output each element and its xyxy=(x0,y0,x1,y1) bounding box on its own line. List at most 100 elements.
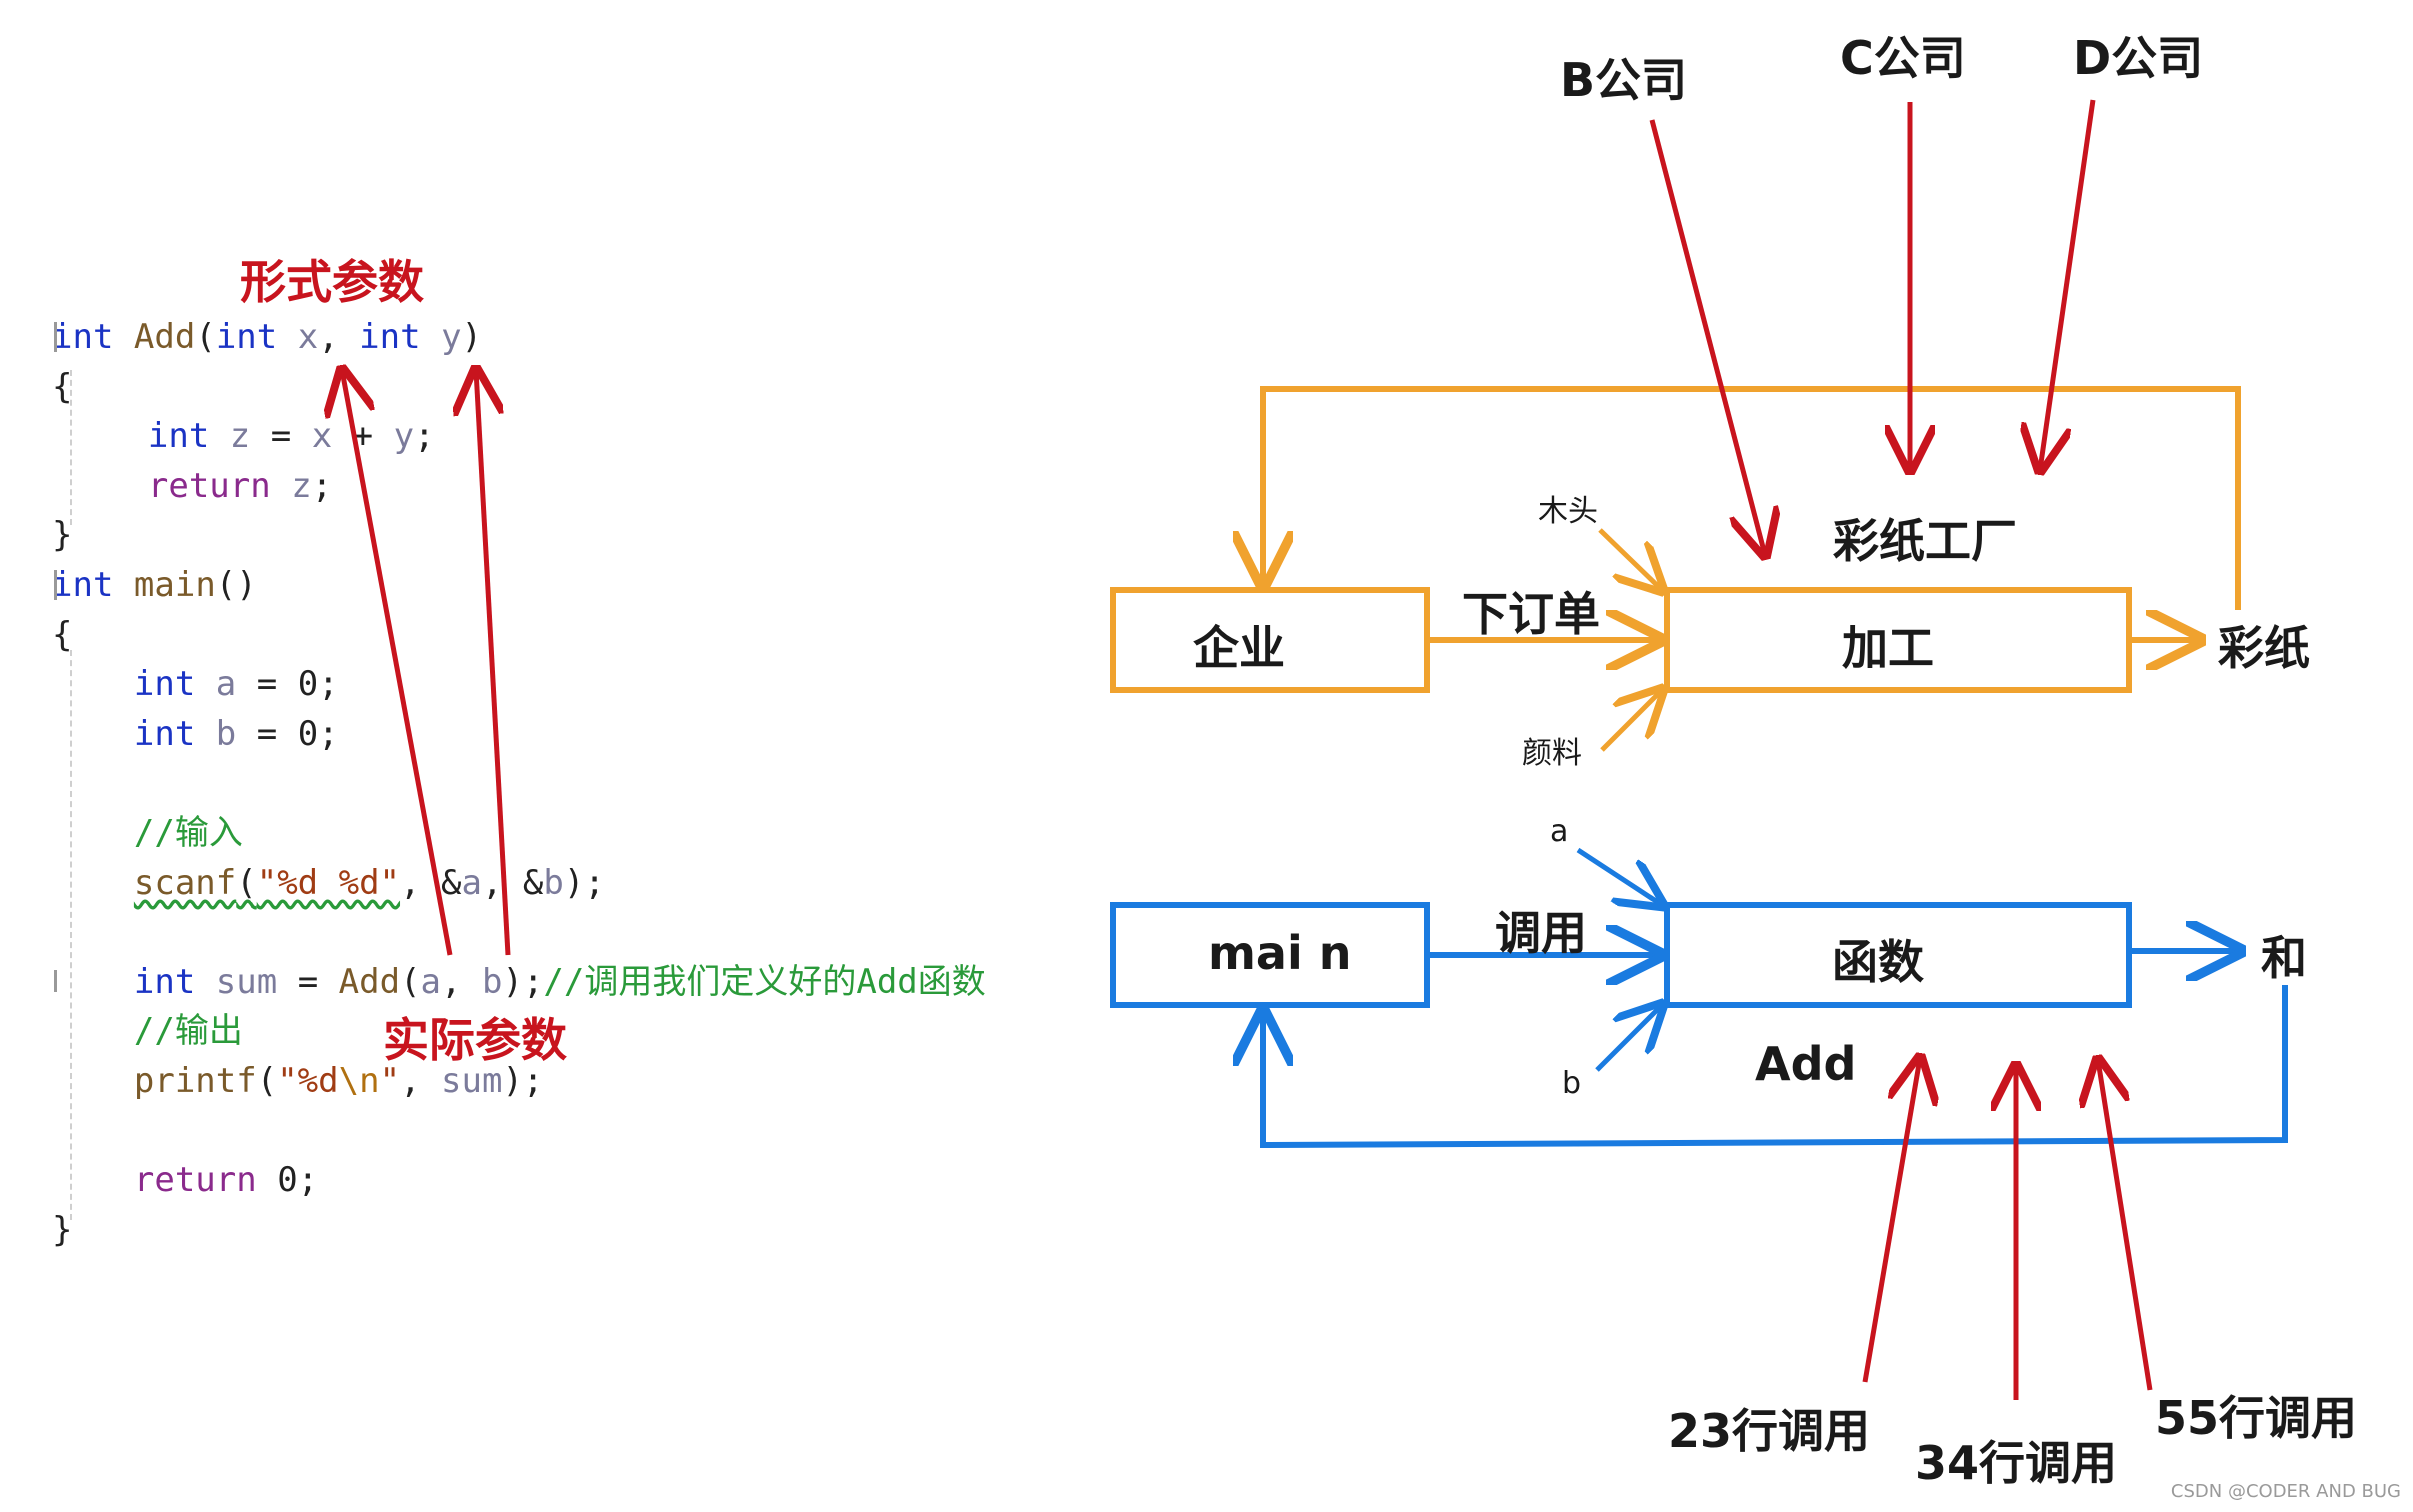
code-token: = xyxy=(250,416,312,457)
company-c-label: C公司 xyxy=(1840,31,1966,85)
company-b-label: B公司 xyxy=(1560,53,1688,107)
code-token: int xyxy=(215,317,278,357)
code-token: return xyxy=(147,465,271,506)
code-line: scanf("%d %d", &a, &b); xyxy=(52,858,605,908)
code-line: int z = x + y; xyxy=(66,411,435,461)
code-token: int xyxy=(133,664,196,705)
input-a-label: a xyxy=(1550,814,1569,849)
code-line: int b = 0; xyxy=(52,709,339,759)
code-token: ( xyxy=(400,961,421,1002)
code-line: int a = 0; xyxy=(52,659,339,709)
code-token: b xyxy=(215,713,237,754)
code-token: , & xyxy=(481,862,544,903)
code-token: z xyxy=(229,416,251,457)
code-line: } xyxy=(52,510,72,560)
code-token: Add xyxy=(338,961,401,1002)
code-token: printf xyxy=(133,1061,257,1101)
input-b-label: b xyxy=(1562,1066,1582,1101)
code-panel: int Add(int x, int y){ int z = x + y; re… xyxy=(52,312,1082,1262)
code-token: //输出 xyxy=(133,1011,243,1052)
company-d-label: D公司 xyxy=(2073,31,2204,85)
code-token: { xyxy=(52,614,73,655)
code-token: //输入 xyxy=(133,813,243,853)
code-token: b xyxy=(481,961,503,1002)
wood-arrow xyxy=(1598,528,1662,590)
code-token: z xyxy=(291,465,312,506)
watermark: CSDN @CODER AND BUG xyxy=(2170,1481,2401,1502)
arg-a-to-x-arrow xyxy=(342,370,453,956)
margin-marker xyxy=(54,322,57,352)
code-token: = xyxy=(277,961,339,1002)
arg-b-to-y-arrow xyxy=(476,370,511,956)
code-token: int xyxy=(52,317,114,357)
code-token: Add xyxy=(133,317,196,357)
indent-guide-main xyxy=(70,650,72,1220)
function-label: 函数 xyxy=(1832,935,1924,989)
code-line: return z; xyxy=(66,461,332,511)
code-line: //输入 xyxy=(52,808,243,858)
code-token: scanf xyxy=(133,862,237,903)
code-token: ; xyxy=(414,416,435,457)
code-token: ( xyxy=(195,317,216,357)
input-a-arrow xyxy=(1576,847,1662,905)
code-token: x xyxy=(311,416,333,457)
code-token: , xyxy=(318,317,360,357)
code-token: y xyxy=(441,317,462,357)
code-token: ); xyxy=(502,961,544,1002)
code-token: sum xyxy=(441,1061,503,1101)
call55-label: 55行调用 xyxy=(2155,1391,2358,1445)
code-token: a xyxy=(420,961,442,1002)
factory-label: 彩纸工厂 xyxy=(1833,514,2017,568)
code-token: sum xyxy=(215,961,278,1002)
code-token: y xyxy=(393,416,415,457)
code-token: ); xyxy=(502,1061,544,1101)
code-line: return 0; xyxy=(52,1155,318,1205)
code-token: main xyxy=(133,565,216,605)
call-label: 调用 xyxy=(1495,906,1587,960)
code-token: x xyxy=(297,317,319,357)
actual-params-label: 实际参数 xyxy=(383,1013,567,1067)
code-token: } xyxy=(52,515,73,556)
code-token: ); xyxy=(563,862,605,903)
code-token: a xyxy=(215,664,237,705)
enterprise-label: 企业 xyxy=(1193,621,1285,675)
code-line: int Add(int x, int y) xyxy=(52,312,482,362)
call23-label: 23行调用 xyxy=(1668,1404,1871,1458)
code-line: { xyxy=(52,362,72,412)
margin-marker xyxy=(54,970,57,992)
code-token: return xyxy=(133,1160,257,1201)
code-token: ( xyxy=(236,862,257,903)
code-token: "%d %d" xyxy=(256,862,401,903)
order-label: 下订单 xyxy=(1462,587,1600,641)
sum-output-label: 和 xyxy=(2261,931,2307,985)
code-line: int main() xyxy=(52,560,257,610)
code-line: { xyxy=(52,610,72,660)
code-token: int xyxy=(133,713,196,754)
code-token: " xyxy=(379,1061,401,1101)
code-line: int sum = Add(a, b);//调用我们定义好的Add函数 xyxy=(52,957,986,1007)
code-token: , & xyxy=(400,862,462,903)
wood-label: 木头 xyxy=(1538,494,1598,529)
code-token: { xyxy=(52,366,73,407)
code-token: int xyxy=(359,317,421,357)
code-token: } xyxy=(52,1209,73,1250)
code-token: ( xyxy=(256,1061,278,1101)
call55-arrow xyxy=(2098,1060,2153,1391)
code-token: "%d xyxy=(277,1061,339,1101)
code-token: , xyxy=(441,961,482,1002)
code-token: int xyxy=(133,961,196,1002)
code-token: ; xyxy=(311,465,333,506)
code-token: int xyxy=(52,565,114,605)
call23-arrow xyxy=(1862,1058,1920,1383)
company-d-arrow xyxy=(2040,99,2096,470)
company-b-arrow xyxy=(1649,119,1765,555)
process-label: 加工 xyxy=(1842,621,1934,675)
return-loop xyxy=(1263,985,2288,1149)
code-token: a xyxy=(461,862,482,903)
code-token: 0; xyxy=(256,1160,319,1201)
output-paper-label: 彩纸 xyxy=(2218,621,2310,675)
formal-params-label: 形式参数 xyxy=(240,255,424,309)
code-token: = 0; xyxy=(236,664,339,705)
code-line: printf("%d\n", sum); xyxy=(52,1056,544,1106)
code-token: int xyxy=(147,416,210,457)
